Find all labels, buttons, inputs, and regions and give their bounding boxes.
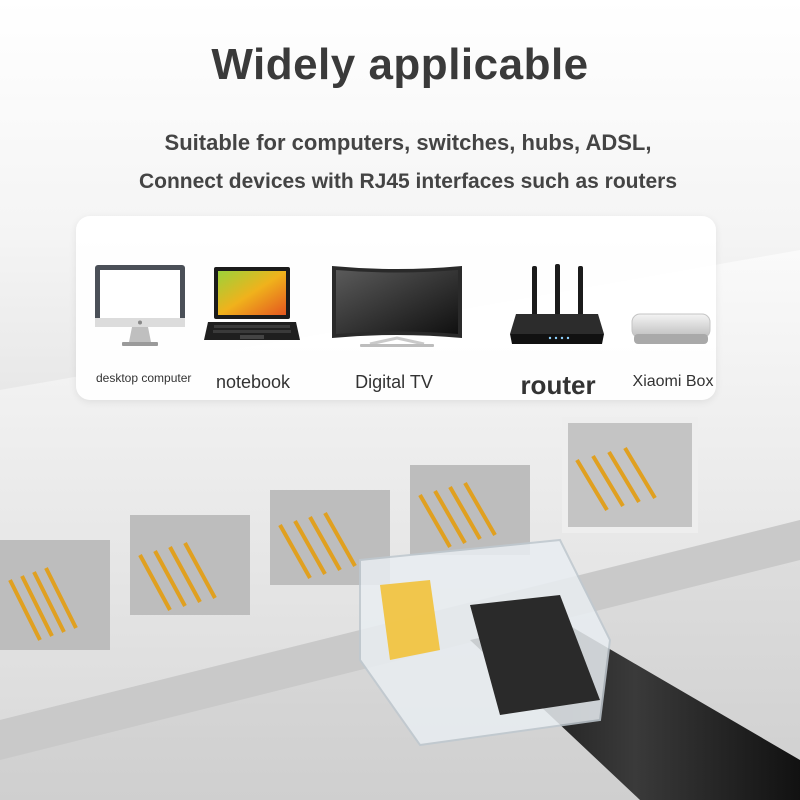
subtitle-line-2: Connect devices with RJ45 interfaces suc… <box>138 170 678 193</box>
device-label-digital-tv: Digital TV <box>355 372 433 392</box>
subtitle-line-1: Suitable for computers, switches, hubs, … <box>164 130 652 155</box>
headline: Widely applicable <box>211 40 589 89</box>
laptop-icon <box>204 267 300 340</box>
device-label-router: router <box>520 370 596 400</box>
rj45-plug <box>359 538 800 800</box>
ethernet-ports <box>0 417 698 650</box>
router-icon <box>510 264 604 344</box>
desktop-computer-icon <box>95 265 185 346</box>
device-label-desktop: desktop computer <box>96 371 192 385</box>
device-label-xiaomi-box: Xiaomi Box <box>632 373 714 390</box>
set-top-box-icon <box>631 313 711 344</box>
tv-icon <box>332 266 462 347</box>
device-label-notebook: notebook <box>215 372 291 392</box>
